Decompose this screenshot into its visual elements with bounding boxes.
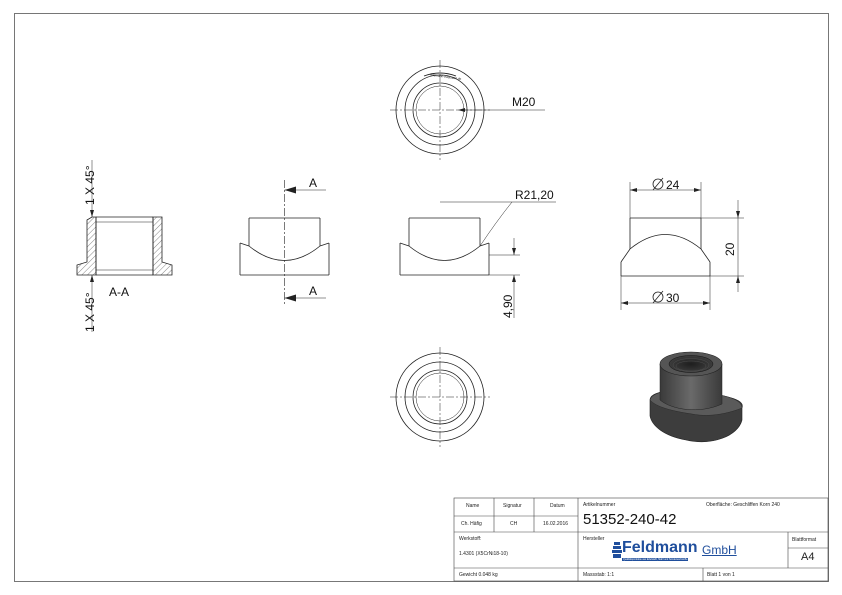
part-marking: feldmann-edelstahl.de	[430, 73, 462, 81]
chamfer-top-label: 1 X 45°	[83, 165, 97, 205]
top-view	[390, 60, 545, 160]
artikelnummer-label: Artikelnummer	[583, 502, 616, 508]
side-view-radius	[399, 201, 556, 318]
isometric-part-view	[649, 351, 743, 443]
hersteller-label: Hersteller	[583, 536, 605, 542]
depth-label: 4,90	[501, 294, 515, 318]
werkstoff-label: Werkstoff:	[459, 536, 482, 542]
logo-suffix: GmbH	[702, 543, 737, 557]
werkstoff-value: 1.4301 (X5CrNi18-10)	[459, 551, 508, 557]
blattformat-label: Blattformat	[792, 537, 817, 543]
gewicht: Gewicht 0.048 kg	[459, 572, 498, 578]
radius-label: R21,20	[515, 188, 554, 202]
cut-label-top: A	[309, 176, 317, 190]
thread-label: M20	[512, 95, 536, 109]
hdr-signatur: Signatur	[503, 503, 522, 509]
hdr-datum: Datum	[550, 503, 565, 509]
logo-main: Feldmann	[622, 539, 698, 556]
blatt: Blatt 1 von 1	[707, 572, 735, 578]
company-logo: Feldmann GmbH Qualitätsprodukte aus Edel…	[612, 538, 737, 565]
sheet-border	[14, 13, 829, 582]
artikelnummer-value: 51352-240-42	[583, 511, 677, 528]
section-view-a-a	[76, 160, 173, 332]
dimensioned-view	[620, 182, 744, 310]
signatur-value: CH	[510, 521, 518, 527]
diameter-symbol-top	[652, 177, 664, 191]
oberflaeche: Oberfläche: Geschliffen Korn 240	[706, 502, 780, 508]
logo-tagline: Qualitätsprodukte aus Edelstahl, Stahl u…	[622, 558, 689, 561]
diameter-symbol-bottom	[652, 290, 664, 304]
datum-value: 16.02.2016	[543, 521, 569, 527]
hdr-name: Name	[466, 503, 480, 509]
dia-bottom-label: 30	[666, 291, 680, 305]
name-value: Ch. Häfig	[461, 521, 482, 527]
logo-figure-icon	[612, 542, 622, 558]
title-block-grid	[453, 497, 829, 582]
chamfer-bottom-label: 1 X 45°	[83, 292, 97, 332]
blattformat-value: A4	[801, 551, 815, 563]
cut-label-bottom: A	[309, 284, 317, 298]
massstab: Massstab: 1:1	[583, 572, 615, 578]
bottom-view	[390, 347, 490, 447]
dia-top-label: 24	[666, 178, 680, 192]
height-label: 20	[723, 242, 737, 256]
section-label: A-A	[109, 285, 129, 299]
front-view-cut	[239, 180, 330, 305]
